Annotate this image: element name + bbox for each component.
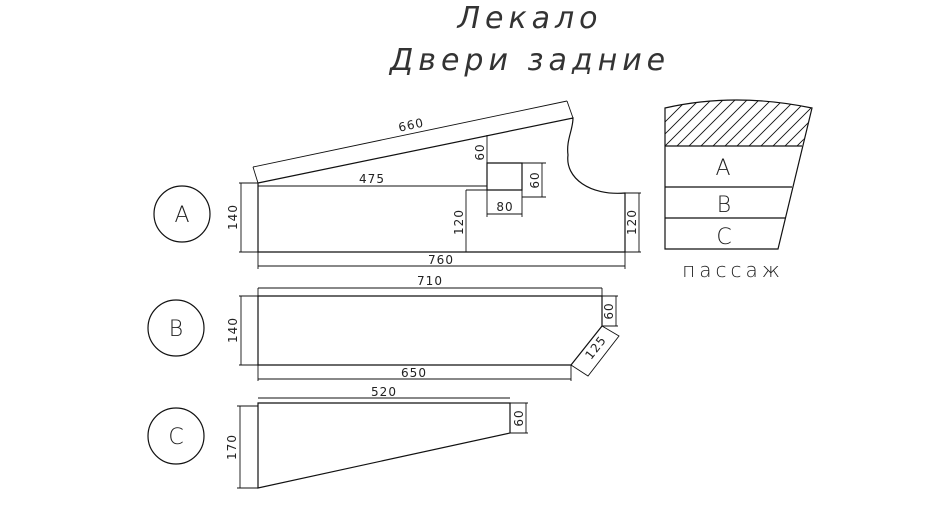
dim-a-120-right-line bbox=[625, 192, 641, 253]
legend-row-c: C bbox=[716, 225, 731, 250]
legend-row-a: A bbox=[715, 156, 730, 181]
part-c-label: C bbox=[168, 425, 183, 450]
legend-row-b: B bbox=[717, 193, 731, 218]
dim-b-140-line bbox=[239, 295, 258, 366]
title-line-1: Лекало bbox=[456, 1, 602, 36]
legend-dividers bbox=[665, 145, 802, 219]
legend-outline bbox=[664, 99, 813, 250]
title-line-2: Двери задние bbox=[388, 43, 670, 78]
dim-a-140-line bbox=[239, 182, 258, 253]
dim-a-80: 80 bbox=[496, 200, 513, 214]
dim-b-650: 650 bbox=[401, 366, 427, 380]
dim-b-125-line bbox=[570, 325, 620, 377]
dim-a-120-right: 120 bbox=[625, 209, 639, 235]
part-a-outline bbox=[257, 117, 626, 253]
dim-a-660-ext bbox=[252, 100, 574, 184]
legend-caption: пассаж bbox=[682, 258, 784, 282]
dim-c-60-line bbox=[510, 402, 528, 434]
dim-a-760: 760 bbox=[428, 253, 454, 267]
dim-a-60-side-line bbox=[522, 162, 546, 198]
legend: A B C пассаж bbox=[664, 99, 813, 282]
dim-a-120-mid-line bbox=[465, 189, 487, 252]
part-b: B 710 140 60 125 650 bbox=[147, 274, 620, 381]
dim-a-475: 475 bbox=[359, 172, 385, 186]
dim-b-60-line bbox=[602, 295, 618, 327]
dim-c-170-line bbox=[237, 405, 258, 489]
dim-b-140: 140 bbox=[226, 317, 240, 343]
dim-b-125: 125 bbox=[582, 333, 609, 362]
dim-a-660: 660 bbox=[397, 116, 425, 135]
part-c: C 520 60 170 bbox=[147, 385, 528, 489]
part-b-outline bbox=[257, 295, 603, 366]
part-a: A 660 475 60 60 80 120 140 120 760 bbox=[153, 100, 641, 269]
dim-a-60-top: 60 bbox=[473, 143, 487, 160]
dim-b-650-line bbox=[257, 365, 572, 381]
part-a-label: A bbox=[174, 203, 189, 228]
dim-c-520: 520 bbox=[371, 385, 397, 399]
dim-a-60-side: 60 bbox=[528, 171, 542, 188]
part-c-marker bbox=[147, 407, 205, 465]
dim-a-140: 140 bbox=[226, 204, 240, 230]
part-b-label: B bbox=[169, 317, 183, 342]
dim-b-710-line bbox=[257, 287, 603, 296]
dim-a-80-line bbox=[486, 190, 523, 217]
part-b-marker bbox=[147, 299, 205, 357]
part-a-marker bbox=[153, 185, 211, 243]
dim-b-710: 710 bbox=[417, 274, 443, 288]
dim-c-60: 60 bbox=[512, 409, 526, 426]
dim-c-170: 170 bbox=[225, 434, 239, 460]
dim-b-60: 60 bbox=[602, 302, 616, 319]
dim-a-120-mid: 120 bbox=[452, 209, 466, 235]
dim-a-760-line bbox=[257, 252, 626, 269]
part-c-outline bbox=[257, 402, 511, 489]
part-a-notch bbox=[486, 162, 523, 191]
dim-a-660-line bbox=[252, 100, 568, 168]
